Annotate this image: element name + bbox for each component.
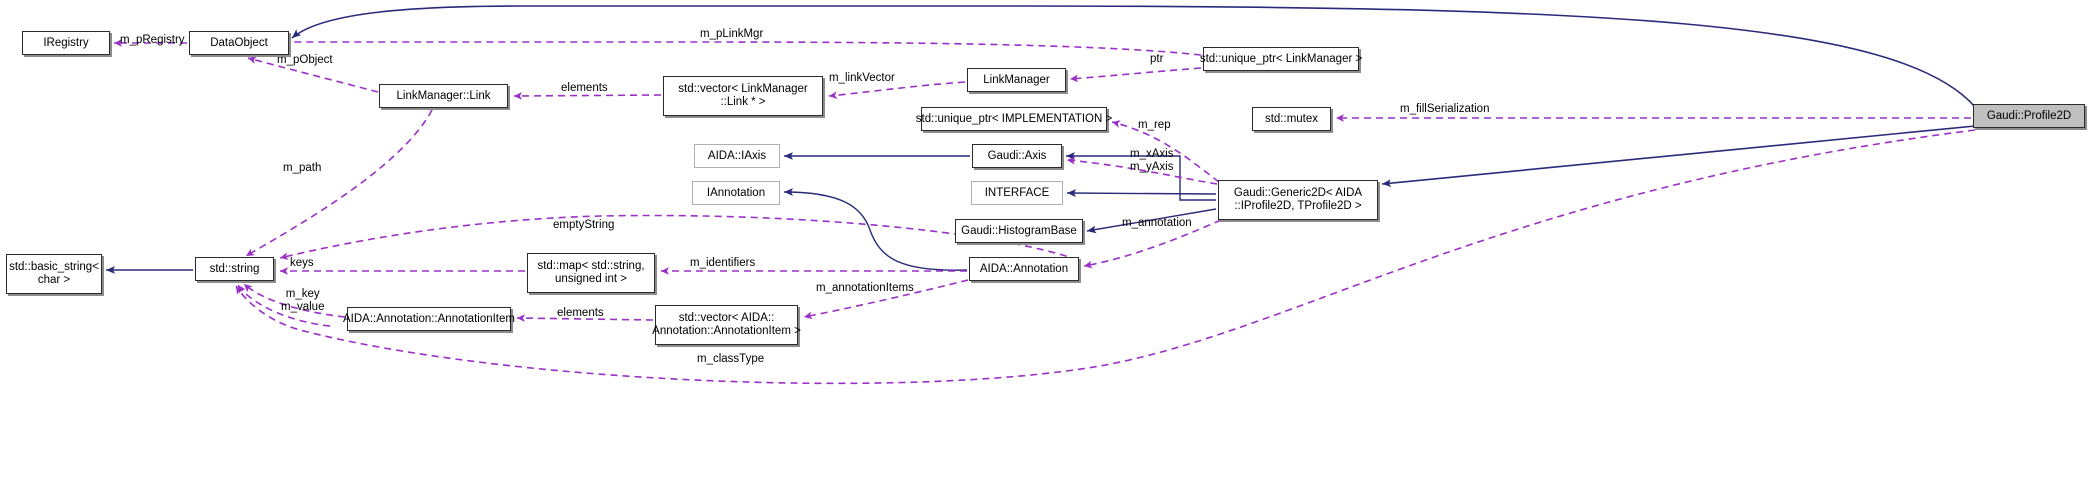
node-vector-linkmanager-link[interactable]: std::vector< LinkManager ::Link * > — [663, 76, 823, 116]
node-vector-annotation-item[interactable]: std::vector< AIDA:: Annotation::Annotati… — [652, 305, 801, 345]
node-iregistry[interactable]: IRegistry — [22, 31, 110, 55]
node-unique-ptr-implementation[interactable]: std::unique_ptr< IMPLEMENTATION > — [916, 107, 1112, 131]
node-gaudi-profile2d[interactable]: Gaudi::Profile2D — [1973, 104, 2085, 128]
edge-inherit-interface — [1066, 189, 1217, 197]
node-gaudi-generic2d[interactable]: Gaudi::Generic2D< AIDA ::IProfile2D, TPr… — [1218, 180, 1378, 220]
edge-label-m_annotationItems: m_annotationItems — [816, 282, 914, 294]
edge-label-m_pRegistry: m_pRegistry — [120, 34, 185, 46]
node-gaudi-histogrambase[interactable]: Gaudi::HistogramBase — [955, 219, 1083, 243]
edge-inherit-dataobject — [291, 5, 1976, 108]
edge-label-m_classType: m_classType — [697, 353, 765, 365]
node-std-map[interactable]: std::map< std::string, unsigned int > — [527, 253, 655, 293]
edge-label-emptyString: emptyString — [553, 219, 615, 231]
node-annotation-item[interactable]: AIDA::Annotation::AnnotationItem — [343, 307, 515, 331]
edge-label-elements-link: elements — [561, 82, 608, 94]
edge-label-m_fillSerialization: m_fillSerialization — [1400, 103, 1490, 115]
node-interface[interactable]: INTERFACE — [971, 181, 1063, 205]
edge-label-m_pLinkMgr: m_pLinkMgr — [700, 28, 764, 40]
node-dataobject[interactable]: DataObject — [189, 31, 289, 55]
edge-label-ptr: ptr — [1150, 53, 1164, 65]
node-linkmanager-link[interactable]: LinkManager::Link — [379, 84, 508, 108]
edge-usage-m_pLinkMgr — [293, 41, 1202, 56]
edge-inherit-iannotation — [783, 188, 968, 271]
edge-label-keys: keys — [290, 257, 314, 269]
edge-usage-elements-link — [513, 92, 662, 100]
node-unique-ptr-linkmanager[interactable]: std::unique_ptr< LinkManager > — [1200, 47, 1362, 71]
edge-label-m_identifiers: m_identifiers — [690, 257, 756, 269]
node-std-basic-string[interactable]: std::basic_string< char > — [6, 254, 102, 294]
edge-label-m_annotation: m_annotation — [1122, 217, 1192, 229]
node-aida-iaxis[interactable]: AIDA::IAxis — [694, 144, 780, 168]
node-linkmanager[interactable]: LinkManager — [967, 68, 1066, 92]
node-std-mutex[interactable]: std::mutex — [1252, 107, 1331, 131]
edge-usage-ptr — [1069, 67, 1202, 83]
edge-inherit-generic2d — [1381, 125, 1976, 188]
edge-label-m_xAxis-m_yAxis: m_xAxis m_yAxis — [1130, 148, 1174, 173]
edge-label-elements-annot: elements — [557, 307, 604, 319]
edge-usage-m_classType — [235, 129, 1976, 385]
edge-label-m_rep: m_rep — [1138, 119, 1171, 131]
node-gaudi-axis[interactable]: Gaudi::Axis — [972, 144, 1062, 168]
edge-usage-m_path — [245, 109, 433, 257]
edge-label-m_key-m_value: m_key m_value — [281, 288, 325, 313]
edge-label-m_path: m_path — [283, 162, 322, 174]
node-std-string[interactable]: std::string — [195, 257, 274, 281]
edge-label-m_linkVector: m_linkVector — [829, 72, 895, 84]
node-iannotation[interactable]: IAnnotation — [692, 181, 780, 205]
node-aida-annotation[interactable]: AIDA::Annotation — [969, 257, 1079, 281]
edge-label-m_pObject: m_pObject — [277, 54, 333, 66]
